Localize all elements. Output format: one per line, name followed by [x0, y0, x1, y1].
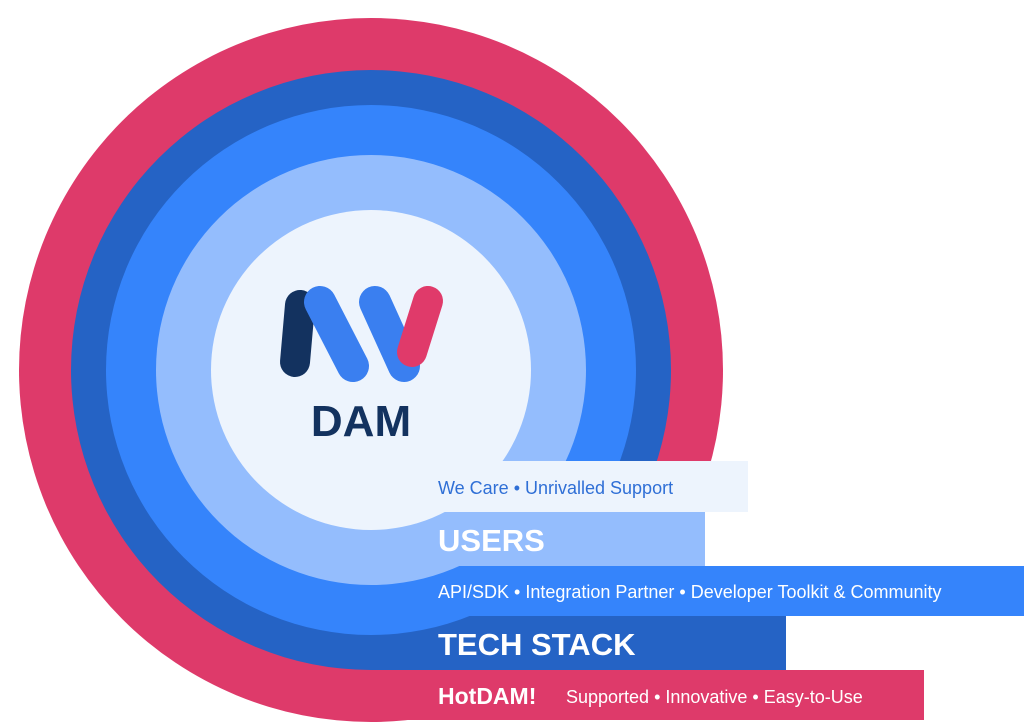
band-hotdam-label: Supported • Innovative • Easy-to-Use — [566, 687, 863, 707]
band-users-label: USERS — [438, 523, 545, 558]
core-circle — [211, 210, 531, 530]
band-care-label: We Care • Unrivalled Support — [438, 478, 673, 498]
dam-logo: DAM — [280, 286, 443, 446]
band-tech-stack-label: TECH STACK — [438, 627, 636, 662]
ring-care — [211, 210, 748, 530]
logo-stroke-pink-icon — [397, 286, 443, 367]
band-hotdam-bar — [371, 670, 924, 720]
band-api-label: API/SDK • Integration Partner • Develope… — [438, 582, 942, 602]
logo-wordmark: DAM — [311, 397, 411, 446]
band-care-bar — [371, 461, 748, 512]
logo-stroke-blue-left-icon — [304, 286, 369, 382]
logo-stroke-dark-icon — [280, 290, 315, 377]
band-api-bar — [371, 566, 1024, 616]
band-hotdam-brand: HotDAM! — [438, 683, 536, 709]
band-users-bar — [371, 512, 705, 566]
